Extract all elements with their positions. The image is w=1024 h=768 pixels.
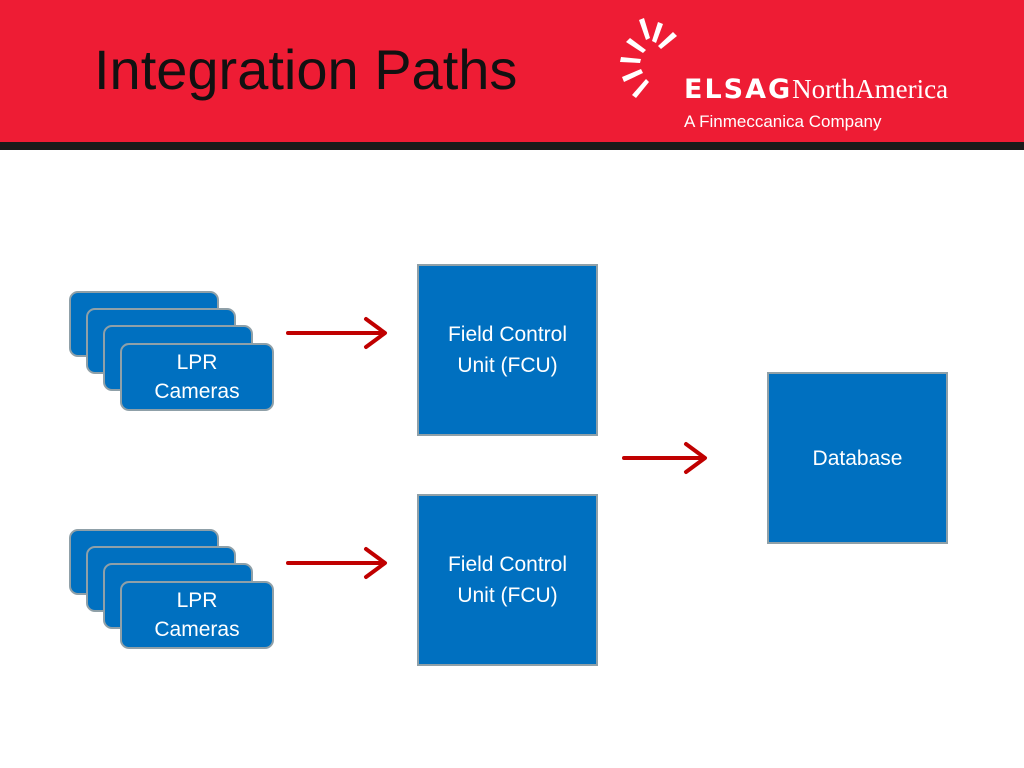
fcu-label-line1: Field Control [447, 323, 568, 346]
lpr-cameras-label-line2: Cameras [154, 618, 240, 641]
header-banner [0, 0, 1024, 142]
fcu-node: Field Control Unit (FCU) [417, 494, 598, 666]
lpr-cameras-label-line1: LPR [176, 589, 218, 612]
arrow-cameras-to-fcu-bottom [286, 547, 387, 579]
company-tagline: A Finmeccanica Company [684, 112, 882, 131]
arrow-cameras-to-fcu-top [286, 317, 387, 349]
company-logo-text: ELSAGNorthAmerica [684, 74, 949, 105]
fcu-node: Field Control Unit (FCU) [417, 264, 598, 436]
slide-title: Integration Paths [94, 38, 518, 101]
fcu-label-line2: Unit (FCU) [457, 584, 558, 607]
header-divider [0, 142, 1024, 150]
lpr-cameras-node: LPR Cameras [120, 581, 274, 649]
lpr-cameras-node: LPR Cameras [120, 343, 274, 411]
lpr-cameras-label-line2: Cameras [154, 380, 240, 403]
fcu-label-line2: Unit (FCU) [457, 354, 558, 377]
arrow-fcu-to-database [622, 442, 707, 474]
database-label: Database [812, 446, 903, 470]
fcu-label-line1: Field Control [447, 553, 568, 576]
logo-text-elsag: ELSAG [684, 74, 793, 105]
elsag-swirl-icon [620, 18, 677, 98]
database-node: Database [767, 372, 948, 544]
logo-text-northamerica: NorthAmerica [792, 74, 949, 104]
lpr-cameras-label-line1: LPR [176, 351, 218, 374]
